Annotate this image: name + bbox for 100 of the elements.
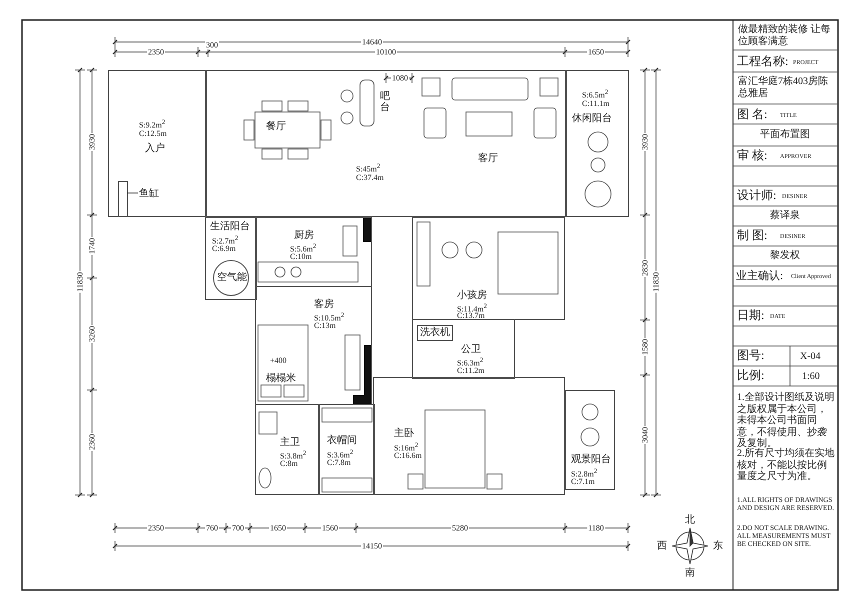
area-text: C:13m (314, 322, 336, 331)
field-heading: 制 图: (737, 229, 768, 243)
scale-value: 1:60 (802, 371, 820, 382)
room-label: 厨房 (294, 230, 314, 241)
area-text: C:16.6m (394, 452, 422, 461)
room-label: 空气能 (217, 272, 247, 283)
room (412, 319, 515, 379)
room-label: 主卫 (280, 437, 300, 448)
room-label: 公卫 (461, 344, 481, 355)
room (255, 217, 372, 287)
field-heading: 比例: (737, 369, 764, 383)
area-text: C:7.1m (571, 478, 595, 487)
dimension-text: 300 (205, 40, 219, 50)
area-text: S:2.8m$^{2}$ (571, 468, 598, 479)
room-label: 吧台 (380, 91, 390, 113)
room-label: 榻榻米 (266, 373, 296, 384)
room-label: 休闲阳台 (572, 113, 612, 124)
leader-line (126, 192, 138, 194)
area-text: C:8m (280, 460, 298, 469)
field-heading: 日期: (737, 309, 764, 323)
room-label: 主卧 (394, 428, 414, 439)
area-text: C:11.1m (582, 100, 610, 109)
area-text: S:11.4m$^{2}$ (457, 303, 487, 314)
area-text: S:45m$^{2}$ (356, 163, 380, 174)
field-heading: 图 名: (737, 108, 768, 122)
dimension-text: 1180 (587, 523, 605, 533)
dimension-text: 700 (231, 523, 245, 533)
room-label: 观景阳台 (571, 454, 611, 465)
room-label: 生活阳台 (210, 221, 250, 232)
area-text: C:12.5m (139, 130, 167, 139)
compass-direction: 南 (684, 567, 696, 579)
room (108, 70, 207, 217)
area-text: C:10m (290, 253, 312, 262)
area-text: S:6.5m$^{2}$ (582, 89, 608, 100)
area-text: S:2.7m$^{2}$ (212, 235, 238, 246)
room-label: 客房 (314, 299, 334, 310)
area-text: S:3.6m$^{2}$ (327, 449, 354, 460)
field-heading: 图号: (737, 349, 764, 363)
dimension-text: 1580 (640, 338, 650, 356)
compass-direction: 北 (684, 514, 696, 526)
area-text: S:5.6m$^{2}$ (290, 243, 316, 254)
dimension-text: 760 (205, 523, 219, 533)
field-heading: 工程名称: (737, 55, 788, 69)
field-heading: 设计师: (737, 189, 776, 203)
designer-name: 蔡译泉 (770, 210, 800, 222)
dimension-text: 3930 (640, 133, 650, 151)
dimension-text: 11830 (651, 271, 661, 293)
note-text: 2.所有尺寸均须在实地核对，不能以按比例量度之尺寸为准。 (737, 448, 835, 482)
drafter-name: 黎发权 (770, 250, 800, 262)
dimension-text: 3930 (87, 133, 97, 151)
compass-direction: 西 (656, 540, 668, 552)
room-label: 餐厅 (266, 121, 286, 132)
room (373, 377, 565, 495)
room-label: 入户 (145, 143, 165, 154)
dimension-text: 3260 (87, 325, 97, 343)
fish-tank-outline (118, 181, 128, 217)
dimension-text: 1650 (269, 523, 287, 533)
room-label: 小孩房 (457, 290, 487, 301)
field-heading: 业主确认: (736, 270, 784, 283)
drawing-number: X-04 (800, 351, 821, 362)
area-text: S:6.3m$^{2}$ (457, 357, 484, 368)
dimension-text: 1560 (321, 523, 339, 533)
dimension-text: 5280 (451, 523, 469, 533)
room (565, 390, 615, 490)
area-text: C:6.9m (212, 245, 236, 254)
dimension-text: 10100 (375, 47, 397, 57)
note-text: 1.全部设计图纸及说明之版权属于本公司，未得本公司书面同意，不得使用、抄袭及复制。 (737, 392, 835, 449)
dimension-text: 2350 (147, 47, 165, 57)
room-label: 鱼缸 (139, 188, 159, 199)
dimension-text: 14150 (361, 541, 383, 551)
project-name: 富汇华庭7栋403房陈总雅居 (738, 76, 829, 99)
field-heading: 审 核: (737, 149, 768, 163)
area-text: S:10.5m$^{2}$ (314, 312, 344, 323)
room-label: 客厅 (478, 153, 498, 164)
room (255, 404, 320, 495)
area-text: C:37.4m (356, 174, 384, 183)
dimension-text: 3040 (640, 426, 650, 444)
room (205, 217, 257, 300)
room (205, 70, 567, 217)
room-label: 衣帽间 (327, 435, 357, 446)
dimension-text: 1080 (391, 73, 409, 83)
area-text: +400 (270, 357, 287, 366)
labeled-outline (213, 260, 249, 296)
room (255, 286, 372, 405)
dimension-text: 2830 (640, 259, 650, 277)
dimension-text: 14640 (361, 37, 383, 47)
area-text: S:3.8m$^{2}$ (280, 450, 306, 461)
dimension-text: 2360 (87, 433, 97, 451)
labeled-outline (417, 325, 453, 341)
area-text: C:13.7m (457, 312, 485, 321)
room (412, 217, 565, 320)
drawing-title: 平面布置图 (760, 129, 810, 140)
room (565, 70, 629, 217)
area-text: C:11.2m (457, 367, 484, 376)
dimension-text: 11830 (75, 271, 85, 293)
dimension-text: 2350 (147, 523, 165, 533)
dimension-text: 1740 (87, 237, 97, 255)
area-text: S:9.2m$^{2}$ (139, 119, 166, 130)
compass-direction: 东 (712, 540, 724, 552)
room-label: 洗衣机 (420, 327, 450, 338)
